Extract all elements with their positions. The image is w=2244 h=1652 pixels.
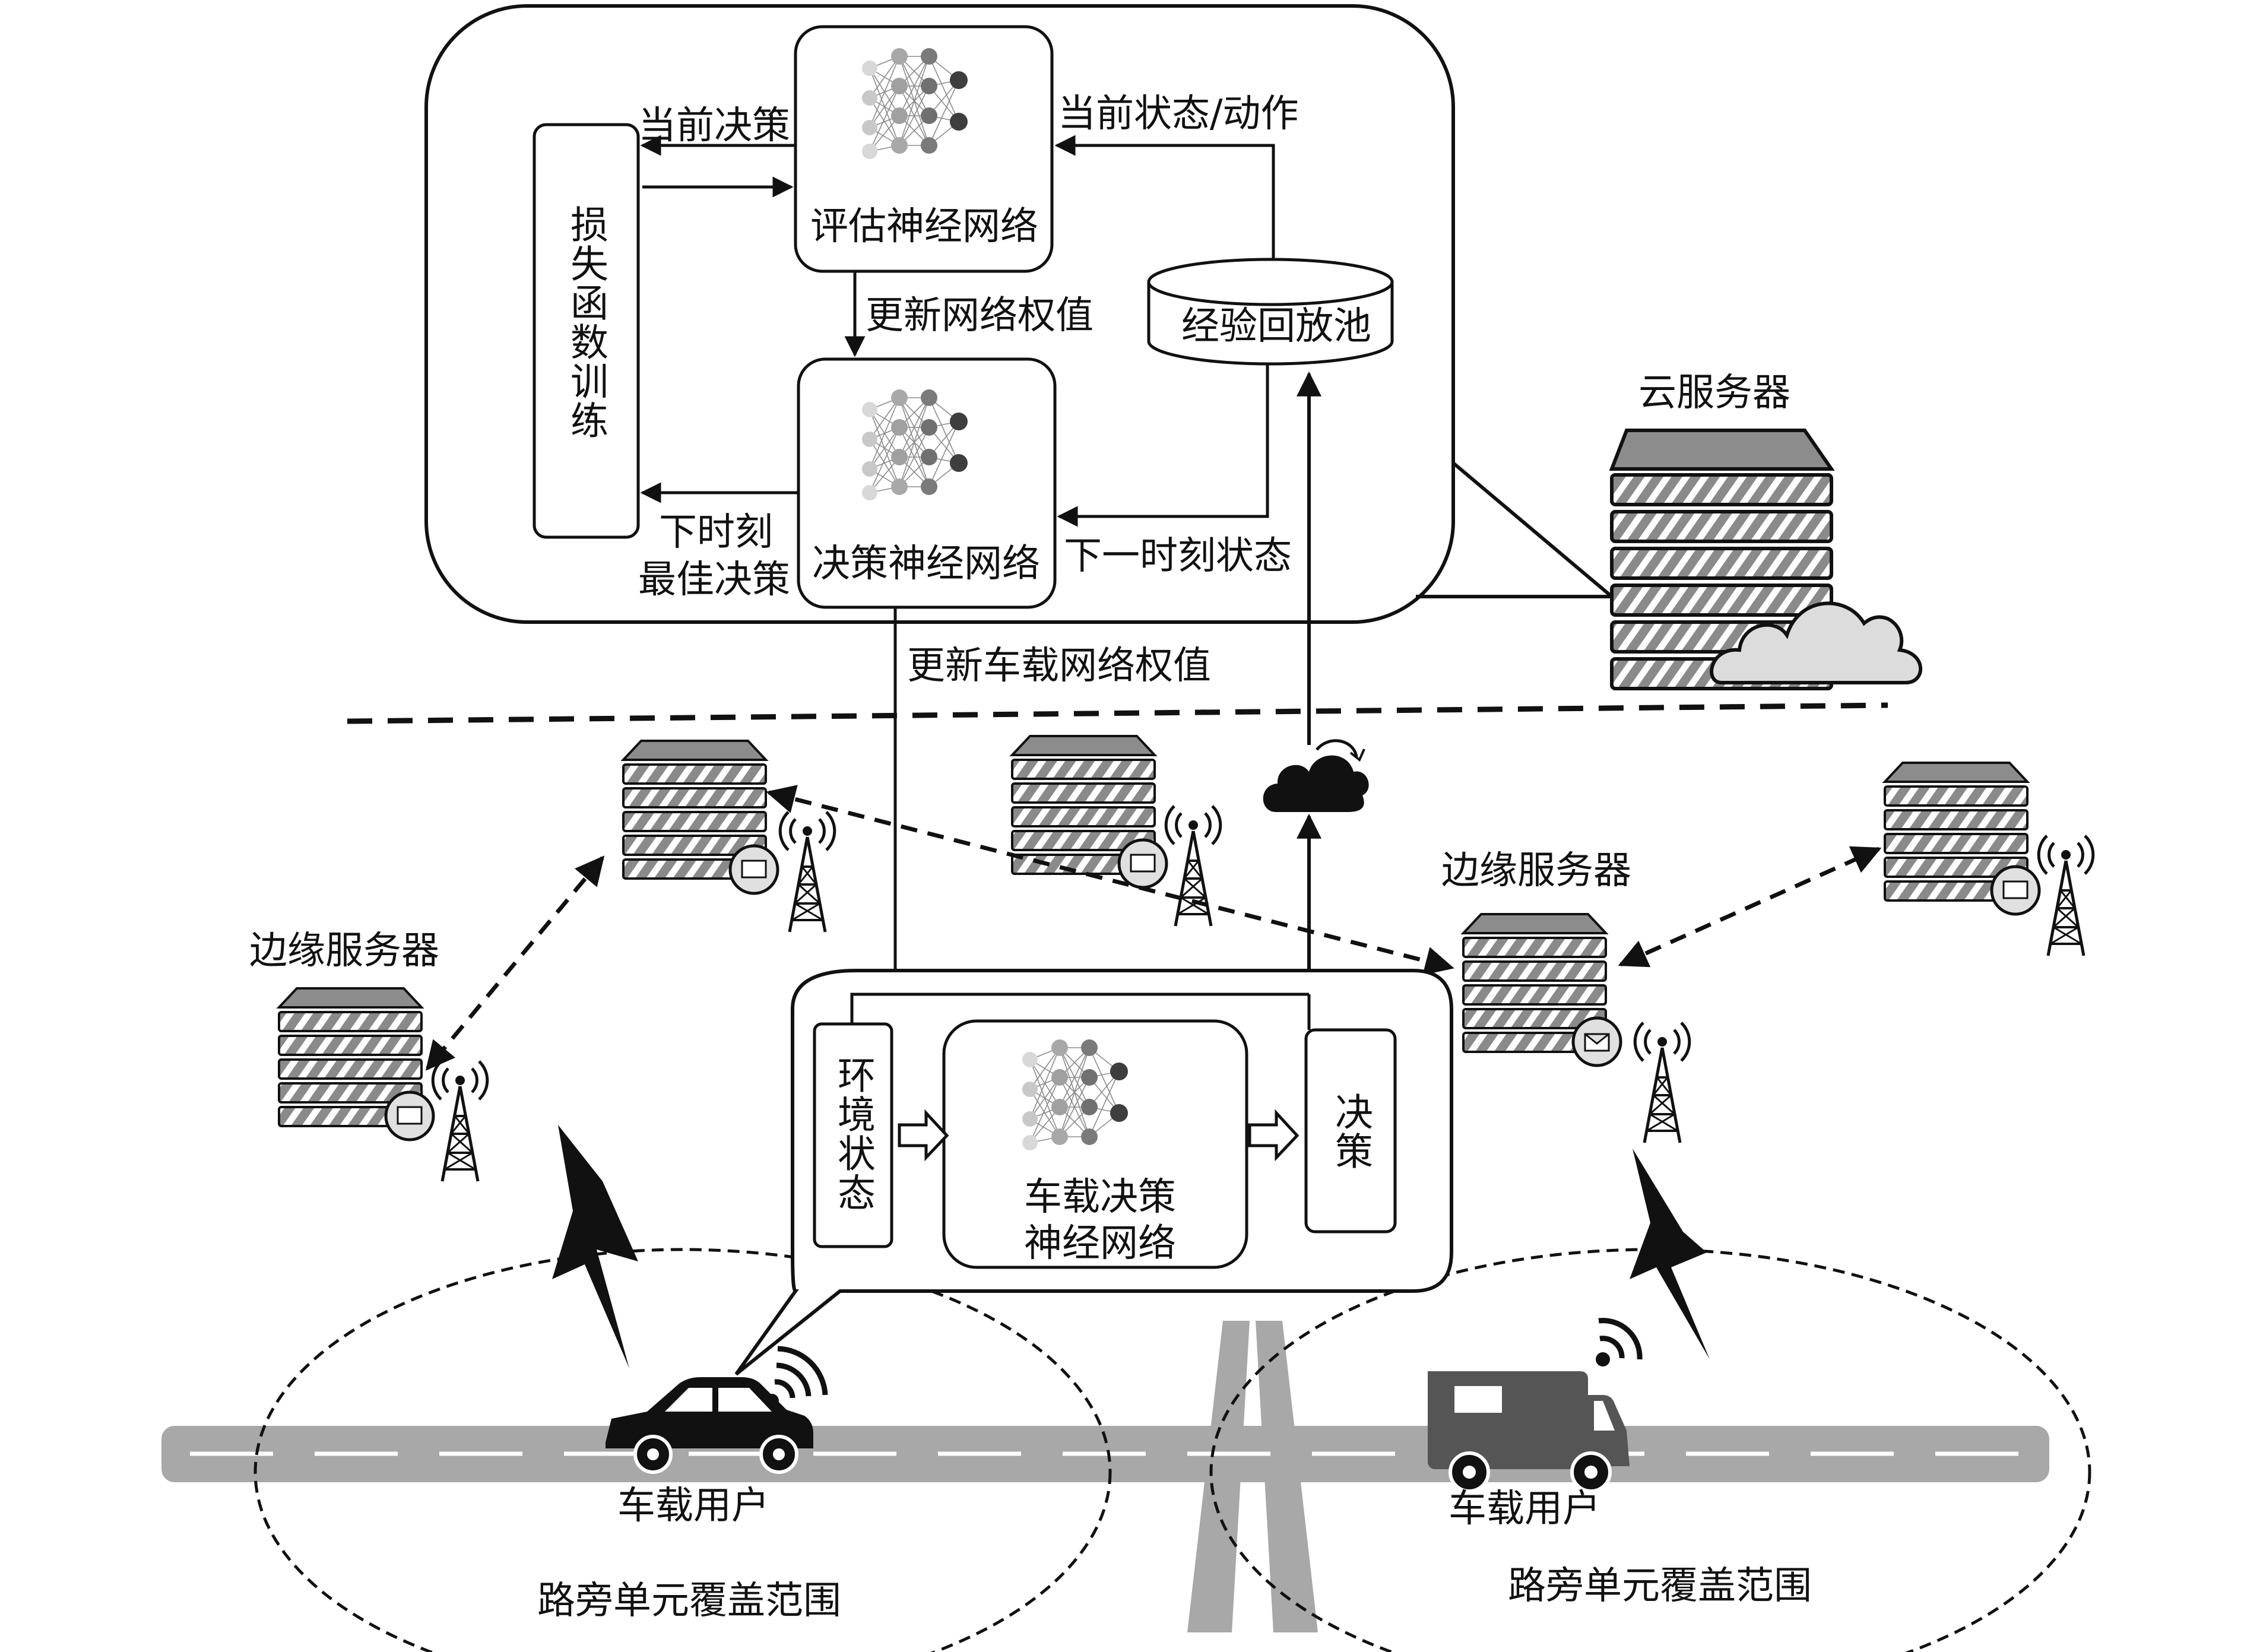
tower-4-icon bbox=[1635, 1023, 1690, 1143]
edge-server-left-label: 边缘服务器 bbox=[249, 929, 439, 973]
tower-5-icon bbox=[433, 1061, 487, 1181]
edge-server-2 bbox=[1011, 735, 1168, 889]
update-vehicle-weights-label: 更新车载网络权值 bbox=[907, 644, 1211, 688]
tower-2-icon bbox=[1166, 806, 1221, 926]
layer-separator bbox=[347, 702, 1888, 724]
replay-pool-cylinder bbox=[1147, 258, 1394, 366]
output-arrow-icon bbox=[1248, 1109, 1300, 1162]
vehicle-net-box bbox=[942, 1019, 1248, 1269]
edge-server-right-label: 边缘服务器 bbox=[1441, 849, 1631, 893]
vehicle-net-label-line1: 车载决策 bbox=[1024, 1175, 1176, 1219]
next-state-arrow bbox=[1057, 364, 1269, 527]
tower-3-icon bbox=[2039, 836, 2093, 956]
tower-1-icon bbox=[780, 812, 835, 932]
car-icon bbox=[606, 1346, 828, 1474]
upload-cloud-icon bbox=[1263, 739, 1369, 812]
cloud-server-label: 云服务器 bbox=[1638, 371, 1790, 415]
eval-net-label: 评估神经网络 bbox=[810, 205, 1038, 249]
next-state-label: 下一时刻状态 bbox=[1064, 534, 1292, 578]
state-action-arrow bbox=[1054, 135, 1275, 260]
decision-box bbox=[1304, 1028, 1397, 1234]
lightning-right-icon bbox=[1630, 1149, 1710, 1359]
update-weights-label: 更新网络权值 bbox=[866, 294, 1094, 338]
rsu-coverage-left-label: 路旁单元覆盖范围 bbox=[537, 1579, 841, 1623]
cloud-server-icon bbox=[1609, 429, 1922, 690]
loss-training-label: 损失函数训练 bbox=[564, 205, 608, 440]
cloud-panel bbox=[424, 4, 1613, 624]
decision-label: 决策 bbox=[1329, 1092, 1373, 1171]
loss-training-box bbox=[533, 123, 640, 539]
vehicle-user-right-label: 车载用户 bbox=[1449, 1487, 1600, 1531]
truck-icon bbox=[1428, 1318, 1643, 1493]
rsu-coverage-right-label: 路旁单元覆盖范围 bbox=[1508, 1564, 1812, 1608]
current-state-action-label: 当前状态/动作 bbox=[1058, 92, 1299, 136]
lightning-left-icon bbox=[552, 1125, 638, 1368]
replay-pool-label: 经验回放池 bbox=[1181, 305, 1371, 348]
decision-net-label: 决策神经网络 bbox=[812, 542, 1040, 586]
env-state-label: 环境状态 bbox=[831, 1055, 875, 1212]
vehicle-user-left-label: 车载用户 bbox=[617, 1484, 769, 1528]
vehicle-net-label-line2: 神经网络 bbox=[1024, 1222, 1176, 1266]
edge-server-1 bbox=[622, 740, 779, 895]
input-arrow-icon bbox=[898, 1109, 949, 1162]
edge-server-5 bbox=[278, 987, 435, 1142]
edge-server-3 bbox=[1884, 762, 2041, 916]
next-best-decision-line1: 下时刻 bbox=[659, 510, 773, 554]
next-best-decision-line2: 最佳决策 bbox=[638, 558, 790, 602]
edge-server-4 bbox=[1462, 913, 1622, 1067]
rsu-coverage-left bbox=[253, 1248, 1112, 1652]
current-decision-label: 当前决策 bbox=[638, 104, 790, 148]
